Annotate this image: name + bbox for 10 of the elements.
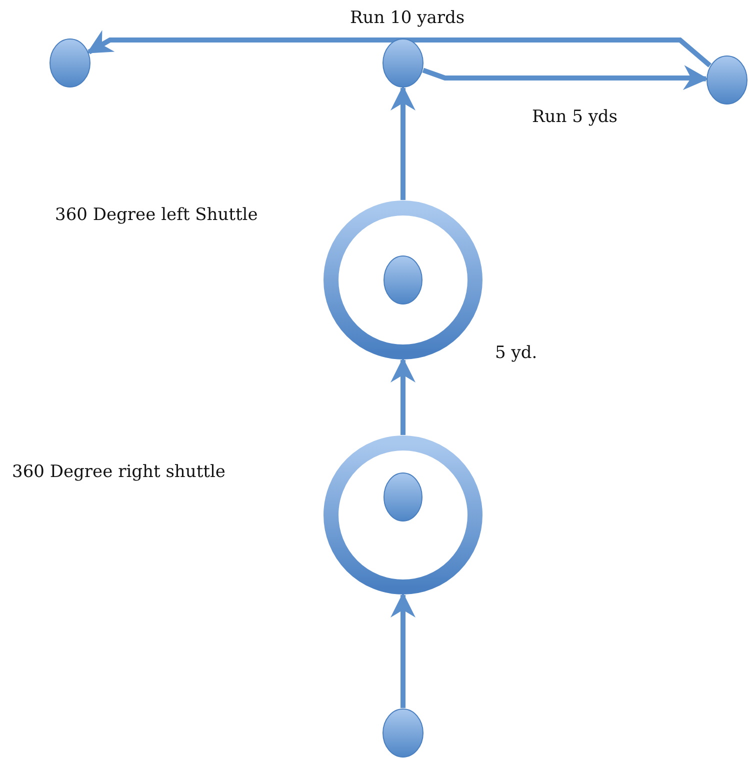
distance-label: 360 Degree right shuttle	[12, 462, 226, 482]
arrow	[390, 86, 416, 200]
edge-label: Run 5 yds	[532, 107, 618, 127]
arrow	[390, 592, 416, 708]
distance-label: 360 Degree left Shuttle	[55, 205, 258, 225]
edge-label: Run 10 yards	[350, 8, 465, 28]
arrow	[86, 30, 712, 68]
arrow	[390, 358, 416, 435]
arrow	[422, 65, 708, 90]
distance-label: 5 yd.	[495, 343, 538, 363]
